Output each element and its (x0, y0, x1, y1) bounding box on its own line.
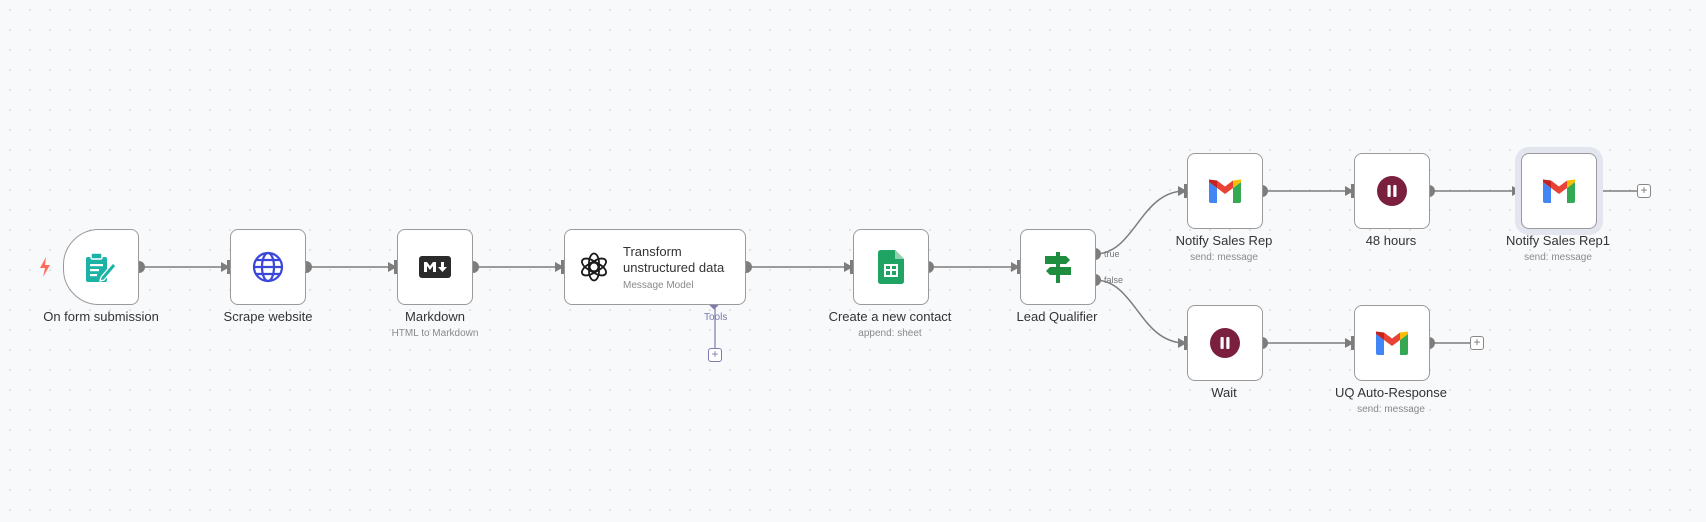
node-label: Notify Sales Rep (1175, 233, 1273, 248)
pause-icon (1210, 328, 1240, 358)
connection-false-branch[interactable] (1094, 279, 1186, 344)
arrowhead (1345, 338, 1354, 348)
node-scrape-website[interactable] (230, 229, 306, 305)
input-handle[interactable] (1351, 184, 1354, 198)
form-icon (86, 252, 117, 282)
node-create-a-new-contact[interactable] (853, 229, 929, 305)
input-handle[interactable] (394, 260, 397, 274)
pause-icon (1377, 176, 1407, 206)
branch-label-true: true (1104, 249, 1120, 259)
node-subtitle: append: sheet (858, 328, 922, 339)
input-handle[interactable] (1017, 260, 1020, 274)
signpost-icon (1045, 252, 1071, 283)
node-label: Notify Sales Rep1 (1505, 233, 1611, 248)
openai-icon (581, 252, 607, 282)
globe-icon (252, 251, 284, 283)
arrowhead (1512, 186, 1521, 196)
input-handle[interactable] (1184, 336, 1187, 350)
tools-label: Tools (704, 312, 728, 323)
node-transform-unstructured-data[interactable]: Transform unstructured data Message Mode… (564, 229, 746, 305)
node-subtitle: send: message (1524, 252, 1592, 263)
node-48-hours[interactable] (1354, 153, 1430, 229)
arrowhead (221, 262, 230, 272)
arrowhead (844, 262, 853, 272)
markdown-icon (419, 256, 451, 278)
arrowhead (1178, 186, 1187, 196)
input-handle[interactable] (1184, 184, 1187, 198)
node-label: Create a new contact (828, 309, 952, 324)
arrowhead (1011, 262, 1020, 272)
input-handle[interactable] (850, 260, 853, 274)
node-subtitle: HTML to Markdown (391, 328, 479, 339)
node-markdown[interactable] (397, 229, 473, 305)
node-label: Scrape website (223, 309, 313, 324)
arrowhead (388, 262, 397, 272)
arrowhead (1345, 186, 1354, 196)
input-handle[interactable] (1351, 336, 1354, 350)
node-label: Markdown (405, 309, 465, 324)
node-uq-auto-response[interactable] (1354, 305, 1430, 381)
node-wait[interactable] (1187, 305, 1263, 381)
input-handle[interactable] (561, 260, 564, 274)
node-title: Transform unstructured data (623, 243, 725, 275)
node-subtitle: send: message (1190, 252, 1258, 263)
google-sheets-icon (878, 250, 904, 284)
node-label: Lead Qualifier (1016, 309, 1098, 324)
add-node-button[interactable]: + (1470, 336, 1484, 350)
node-subtitle: send: message (1357, 404, 1425, 415)
gmail-icon (1543, 179, 1575, 203)
gmail-icon (1376, 331, 1408, 355)
node-lead-qualifier[interactable] (1020, 229, 1096, 305)
node-label: 48 hours (1365, 233, 1417, 248)
node-notify-sales-rep[interactable] (1187, 153, 1263, 229)
node-label: UQ Auto-Response (1334, 385, 1447, 400)
branch-label-false: false (1104, 275, 1124, 285)
input-handle[interactable] (227, 260, 230, 274)
node-on-form-submission[interactable] (63, 229, 139, 305)
gmail-icon (1209, 179, 1241, 203)
node-label: Wait (1211, 385, 1237, 400)
arrowhead (1178, 338, 1187, 348)
node-label: On form submission (43, 309, 159, 324)
lightning-bolt-icon (40, 257, 50, 277)
input-handle[interactable] (1518, 184, 1521, 198)
node-subtitle: Message Model (623, 279, 694, 291)
add-node-button[interactable]: + (1637, 184, 1651, 198)
add-tool-button[interactable]: + (708, 348, 722, 362)
node-notify-sales-rep1[interactable] (1521, 153, 1597, 229)
connection-true-branch[interactable] (1094, 190, 1186, 255)
arrowhead (555, 262, 564, 272)
